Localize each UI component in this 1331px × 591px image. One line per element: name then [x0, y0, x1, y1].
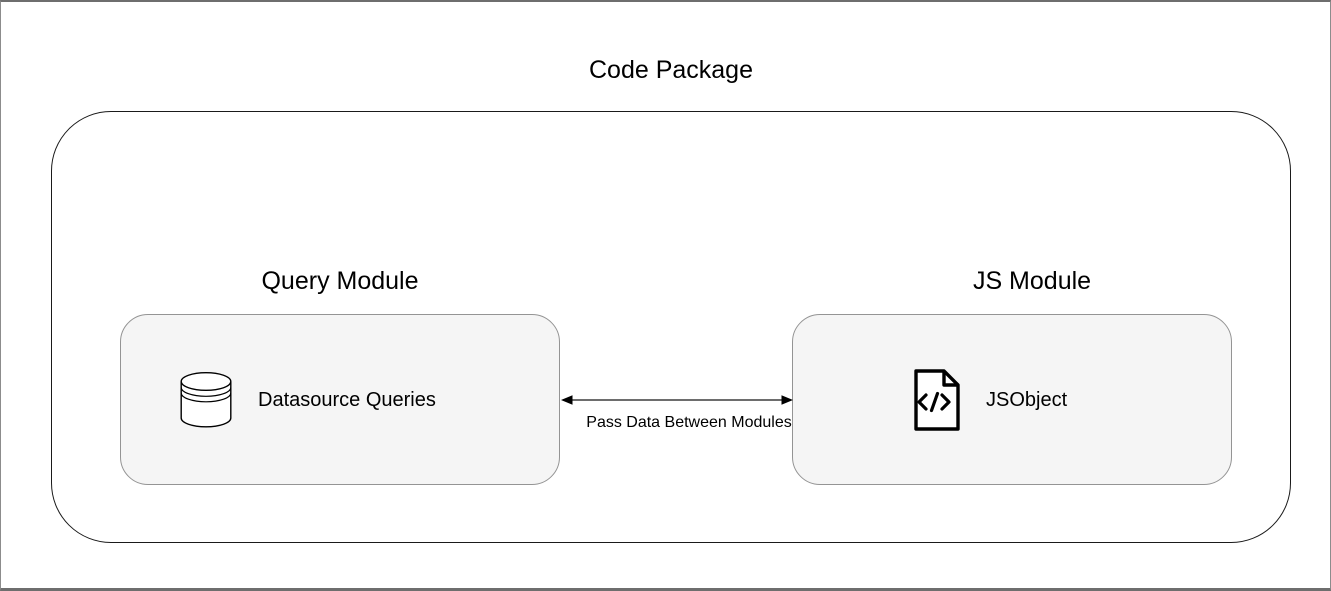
query-module-item-label: Datasource Queries — [258, 388, 436, 411]
js-module-label: JS Module — [972, 267, 1092, 295]
code-file-icon — [912, 368, 962, 431]
bidirectional-arrow — [561, 395, 793, 405]
query-module-box: Datasource Queries — [120, 314, 560, 485]
query-module-label: Query Module — [261, 267, 419, 295]
js-module-item-label: JSObject — [986, 388, 1068, 411]
database-icon — [180, 371, 232, 428]
connector-label: Pass Data Between Modules — [586, 414, 792, 431]
js-module-box: JSObject — [792, 314, 1232, 485]
diagram-title: Code Package — [588, 56, 753, 84]
